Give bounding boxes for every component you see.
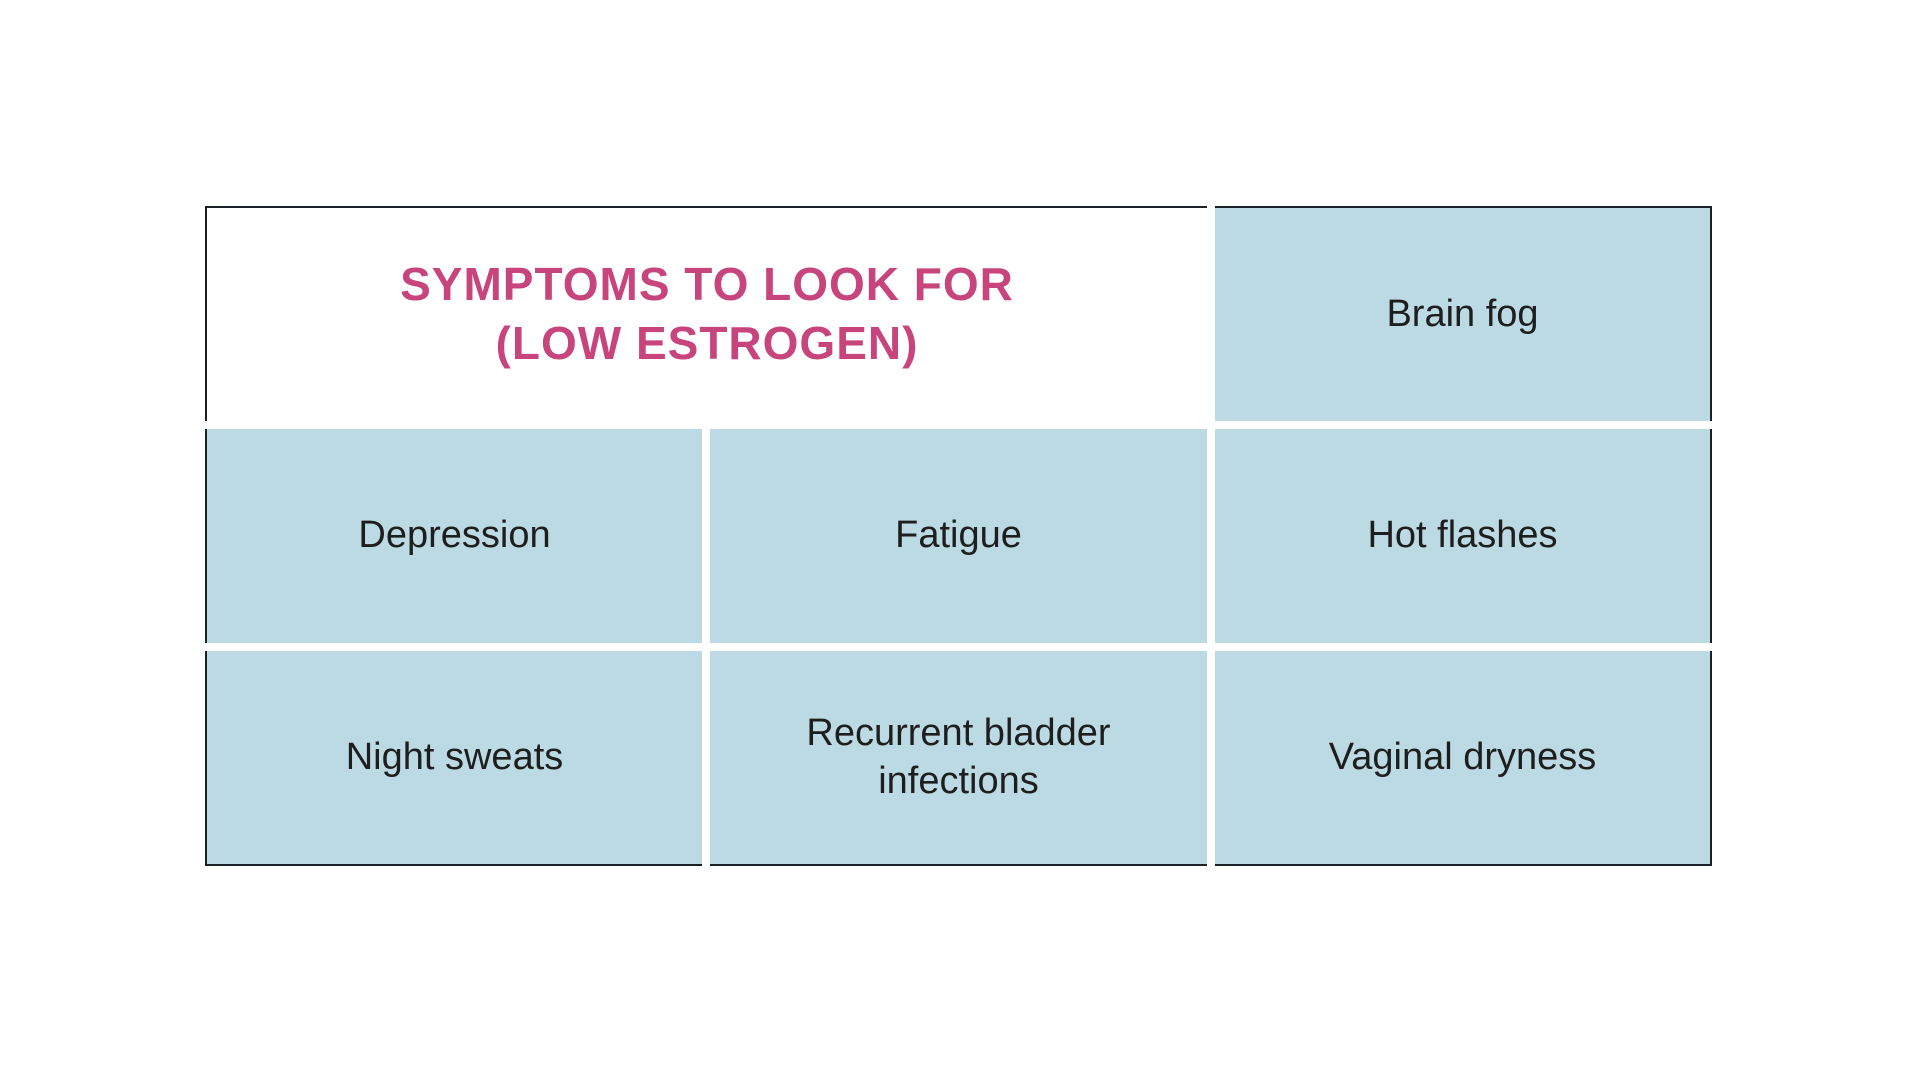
table-title-cell: SYMPTOMS TO LOOK FOR (LOW ESTROGEN) (205, 206, 1207, 421)
cell-vaginal-dryness: Vaginal dryness (1215, 651, 1712, 866)
cell-recurrent-bladder-infections-label: Recurrent bladder infections (806, 712, 1111, 802)
cell-fatigue: Fatigue (710, 428, 1207, 644)
cell-fatigue-label: Fatigue (895, 514, 1022, 557)
cell-night-sweats-label: Night sweats (345, 735, 564, 778)
cell-hot-flashes: Hot flashes (1215, 428, 1712, 644)
table-title-line2: (LOW ESTROGEN) (495, 317, 919, 370)
cell-recurrent-bladder-infections: Recurrent bladder infections (710, 651, 1207, 866)
cell-brain-fog: Brain fog (1215, 206, 1712, 421)
cell-brain-fog-label: Brain fog (1386, 292, 1539, 335)
cell-vaginal-dryness-label: Vaginal dryness (1328, 735, 1597, 778)
symptoms-table: SYMPTOMS TO LOOK FOR (LOW ESTROGEN) Brai… (205, 206, 1712, 866)
cell-depression-label: Depression (358, 514, 551, 557)
cell-depression: Depression (205, 428, 702, 644)
cell-night-sweats: Night sweats (205, 651, 702, 866)
table-title-line1: SYMPTOMS TO LOOK FOR (400, 258, 1014, 311)
cell-hot-flashes-label: Hot flashes (1367, 514, 1558, 557)
